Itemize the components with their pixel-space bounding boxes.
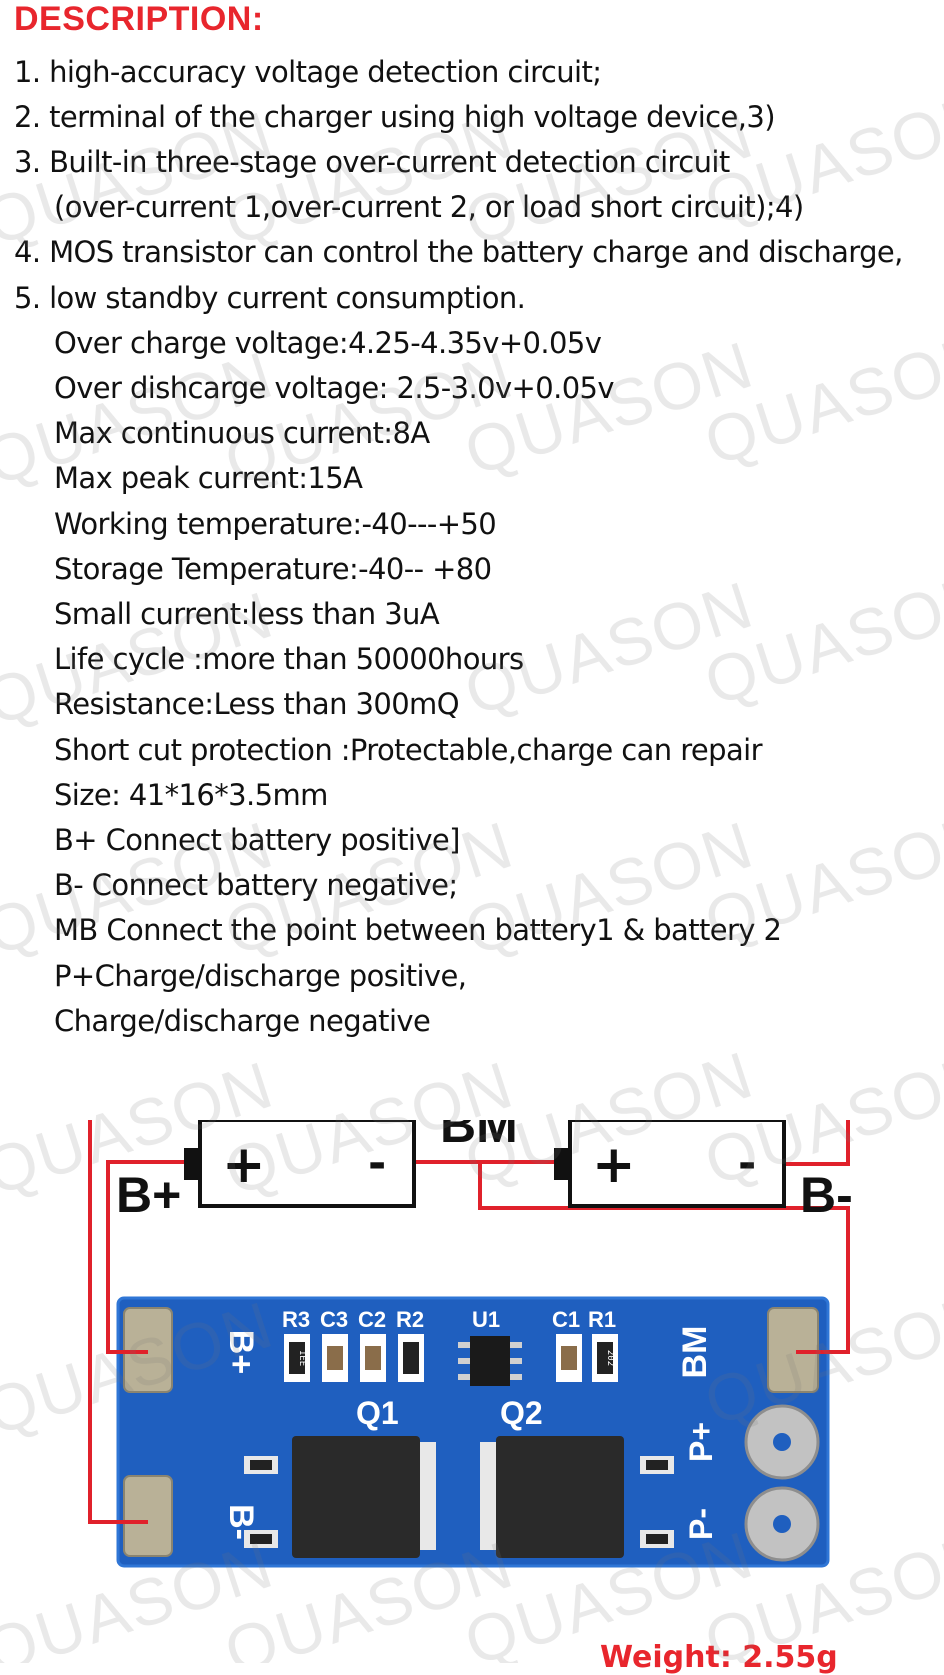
spec-item: B+ Connect battery positive]: [54, 823, 460, 857]
ref-q1: Q1: [356, 1395, 399, 1431]
ref-q2: Q2: [500, 1395, 543, 1431]
watermark: QUASON: [0, 1526, 283, 1663]
feature-item: 1. high-accuracy voltage detection circu…: [14, 55, 602, 89]
battery-2-body: [568, 1120, 786, 1208]
wiring-diagram: + - + - B+ BM B- B+ B- BM P+ P- R3 C3 C2: [88, 1120, 853, 1568]
watermark: QUASON: [215, 806, 523, 970]
ref-c3: C3: [320, 1307, 348, 1332]
feature-item: 5. low standby current consumption.: [14, 281, 526, 315]
smd-components: 1EE 202: [284, 1334, 618, 1382]
battery-1-body: [198, 1120, 416, 1208]
watermark: QUASON: [695, 76, 944, 240]
watermark: QUASON: [695, 1036, 944, 1200]
bplus-label: B+: [116, 1167, 181, 1223]
description-heading: DESCRIPTION:: [14, 0, 264, 38]
mosfet-q1: [244, 1436, 436, 1558]
watermark: QUASON: [215, 336, 523, 500]
ref-r3: R3: [282, 1307, 310, 1332]
spec-item: MB Connect the point between battery1 & …: [54, 913, 782, 947]
ref-r1: R1: [588, 1307, 616, 1332]
bm-label: BM: [440, 1120, 518, 1153]
battery-2-terminal: [554, 1148, 568, 1180]
feature-item: (over-current 1,over-current 2, or load …: [54, 190, 804, 224]
battery-2: + -: [554, 1120, 786, 1208]
mosfet-q2: [480, 1436, 674, 1558]
watermark: QUASON: [695, 1516, 944, 1663]
watermark: QUASON: [0, 96, 283, 260]
battery-1-minus: -: [368, 1138, 386, 1189]
spec-item: Charge/discharge negative: [54, 1004, 431, 1038]
watermark: QUASON: [695, 316, 944, 480]
ref-c1: C1: [552, 1307, 580, 1332]
spec-item: Max peak current:15A: [54, 461, 363, 495]
ic-u1: [458, 1336, 522, 1386]
silk-bplus: B+: [222, 1330, 260, 1374]
spec-item: Over charge voltage:4.25-4.35v+0.05v: [54, 326, 602, 360]
spec-item: Small current:less than 3uA: [54, 597, 440, 631]
watermark: QUASON: [0, 576, 283, 740]
watermark: QUASON: [695, 796, 944, 960]
watermark: QUASON: [455, 1516, 763, 1663]
silk-pplus: P+: [683, 1422, 719, 1462]
watermark: QUASON: [0, 1046, 283, 1210]
ref-r2: R2: [396, 1307, 424, 1332]
spec-item: Size: 41*16*3.5mm: [54, 778, 328, 812]
watermark: QUASON: [455, 566, 763, 730]
watermark: QUASON: [455, 326, 763, 490]
resistor-code-right: 202: [605, 1350, 615, 1366]
battery-2-minus: -: [738, 1138, 756, 1189]
bminus-wire-top: [782, 1120, 850, 1166]
pcb-board: B+ B- BM P+ P- R3 C3 C2 R2 U1 C1 R1 1EE: [116, 1296, 830, 1568]
silk-bm: BM: [676, 1326, 714, 1379]
watermark: QUASON: [215, 1526, 523, 1663]
resistor-code-left: 1EE: [297, 1350, 307, 1366]
feature-item: 2. terminal of the charger using high vo…: [14, 100, 776, 134]
battery-1-plus: +: [222, 1135, 266, 1195]
watermark: QUASON: [455, 96, 763, 260]
feature-item: 4. MOS transistor can control the batter…: [14, 235, 903, 269]
pad-bminus: [123, 1475, 173, 1557]
battery-1: + -: [184, 1120, 416, 1208]
watermark: QUASON: [455, 806, 763, 970]
watermark: QUASON: [695, 1276, 944, 1440]
battery-2-plus: +: [592, 1135, 636, 1195]
watermark: QUASON: [455, 1036, 763, 1200]
spec-item: B- Connect battery negative;: [54, 868, 458, 902]
silk-pminus: P-: [683, 1508, 719, 1540]
ref-c2: C2: [358, 1307, 386, 1332]
watermark: QUASON: [215, 96, 523, 260]
ref-u1: U1: [472, 1307, 500, 1332]
watermark: QUASON: [0, 1286, 283, 1450]
watermark: QUASON: [695, 556, 944, 720]
spec-item: Max continuous current:8A: [54, 416, 430, 450]
spec-item: Resistance:Less than 300mQ: [54, 687, 460, 721]
spec-item: Life cycle :more than 50000hours: [54, 642, 524, 676]
bminus-label: B-: [800, 1167, 853, 1223]
battery-1-terminal: [184, 1148, 198, 1180]
spec-item: Over dishcarge voltage: 2.5-3.0v+0.05v: [54, 371, 615, 405]
watermark: QUASON: [0, 336, 283, 500]
watermark: QUASON: [0, 806, 283, 970]
feature-item: 3. Built-in three-stage over-current det…: [14, 145, 730, 179]
watermark: QUASON: [215, 1046, 523, 1210]
spec-item: P+Charge/discharge positive,: [54, 959, 467, 993]
spec-item: Storage Temperature:-40-- +80: [54, 552, 492, 586]
spec-item: Working temperature:-40---+50: [54, 507, 497, 541]
spec-item: Short cut protection :Protectable,charge…: [54, 733, 763, 767]
